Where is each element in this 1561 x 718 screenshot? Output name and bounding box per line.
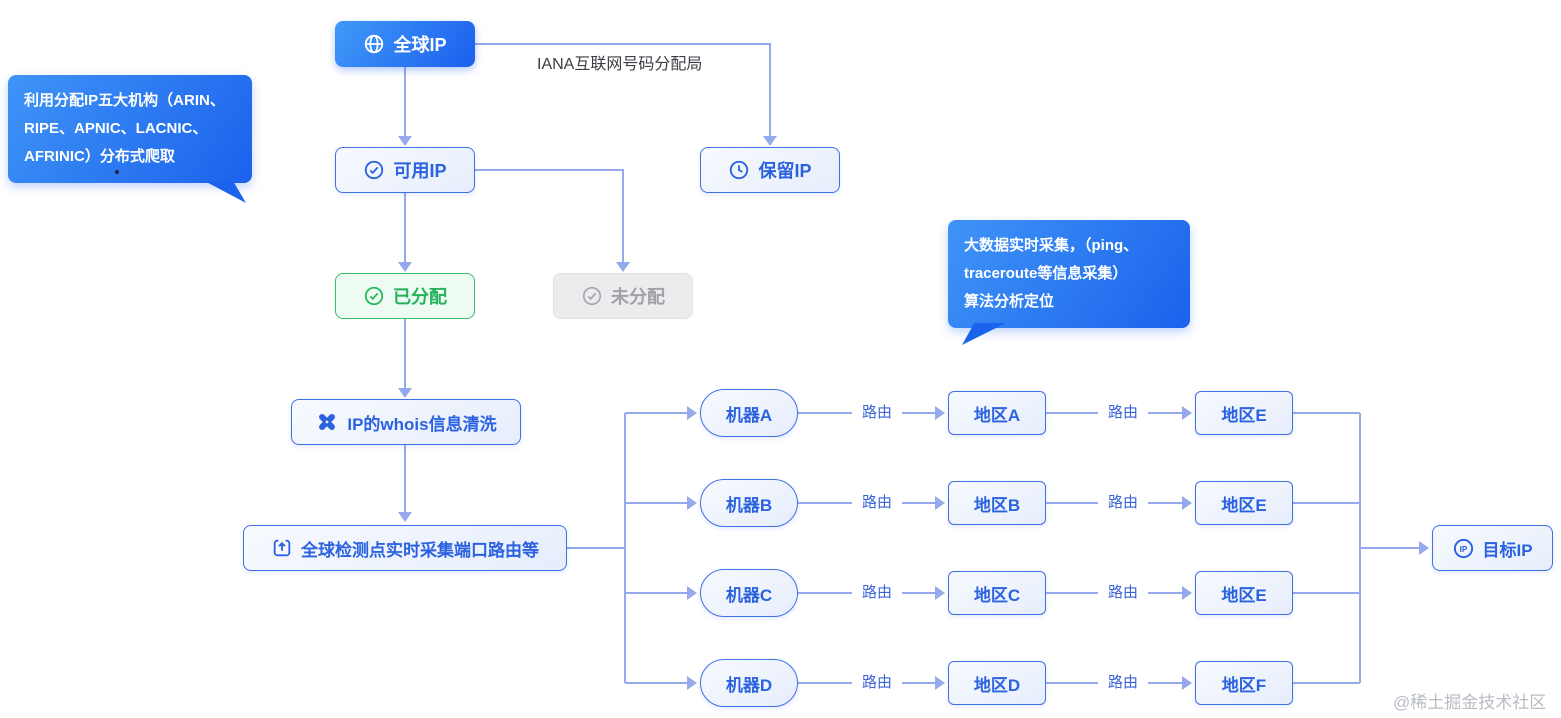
svg-text:IP: IP — [1460, 544, 1468, 553]
node-label: 地区E — [1221, 495, 1267, 515]
node-machine-c: 机器C — [700, 569, 798, 617]
node-region-d: 地区D — [948, 661, 1046, 705]
node-label: 未分配 — [611, 287, 665, 307]
node-reserved-ip: 保留IP — [700, 147, 840, 193]
node-label: IP的whois信息清洗 — [347, 414, 497, 434]
callout-line: 算法分析定位 — [964, 293, 1055, 310]
route-edge-label: 路由 — [1098, 672, 1148, 694]
node-machine-a: 机器A — [700, 389, 798, 437]
clock-icon — [728, 159, 750, 181]
node-label: 机器A — [725, 405, 773, 425]
node-label: 全球检测点实时采集端口路由等 — [301, 540, 539, 560]
node-label: 目标IP — [1482, 540, 1533, 560]
callout-line: RIPE、APNIC、LACNIC、 — [24, 120, 208, 137]
node-label: 已分配 — [393, 287, 447, 307]
check-circle-icon — [581, 285, 603, 307]
node-label: 可用IP — [393, 161, 447, 181]
node-label: 机器D — [725, 675, 773, 695]
watermark: @稀土掘金技术社区 — [1393, 693, 1547, 712]
node-available-ip: 可用IP — [335, 147, 475, 193]
node-region-e3: 地区E — [1195, 571, 1293, 615]
callout-line: AFRINIC）分布式爬取 — [24, 148, 175, 165]
callout-dot — [115, 170, 119, 174]
node-region-e1: 地区E — [1195, 391, 1293, 435]
node-label: 机器C — [725, 585, 773, 605]
globe-icon — [363, 33, 385, 55]
node-machine-b: 机器B — [700, 479, 798, 527]
route-edge-label: 路由 — [1098, 582, 1148, 604]
node-label: 地区D — [973, 675, 1021, 695]
node-label: 机器B — [725, 495, 773, 515]
arrowheads — [398, 136, 1429, 690]
ip-badge-icon: IP — [1452, 537, 1475, 560]
edge-probe-trunk — [567, 413, 626, 683]
route-edge-label: 路由 — [852, 582, 902, 604]
edge-trunk-machines — [625, 412, 687, 684]
route-edge-label: 路由 — [1098, 402, 1148, 424]
node-label: 地区F — [1221, 675, 1267, 695]
clean-icon — [315, 410, 339, 434]
callout-crawl-sources: 利用分配IP五大机构（ARIN、 RIPE、APNIC、LACNIC、 AFRI… — [8, 75, 252, 183]
callout-line: 大数据实时采集，（ping、 — [964, 237, 1139, 254]
node-whois-clean: IP的whois信息清洗 — [291, 399, 521, 445]
node-unallocated: 未分配 — [553, 273, 693, 319]
node-region-a: 地区A — [948, 391, 1046, 435]
route-edge-label: 路由 — [852, 672, 902, 694]
route-edge-label: 路由 — [1098, 492, 1148, 514]
route-edge-label: 路由 — [852, 492, 902, 514]
iana-edge-label: IANA互联网号码分配局 — [537, 56, 703, 73]
route-edge-label: 路由 — [852, 402, 902, 424]
edge-trunk-targetip — [1359, 413, 1419, 683]
callout-line: traceroute等信息采集） — [964, 265, 1128, 282]
callout-bigdata-collect: 大数据实时采集，（ping、 traceroute等信息采集） 算法分析定位 — [948, 220, 1190, 328]
node-label: 地区C — [973, 585, 1021, 605]
node-label: 地区E — [1221, 585, 1267, 605]
check-circle-icon — [363, 159, 385, 181]
node-label: 保留IP — [758, 161, 812, 181]
callout-line: 利用分配IP五大机构（ARIN、 — [24, 92, 225, 109]
node-label: 地区A — [973, 405, 1021, 425]
edge-globalip-reservedip — [475, 43, 771, 137]
node-global-ip: 全球IP — [335, 21, 475, 67]
node-region-b: 地区B — [948, 481, 1046, 525]
node-machine-d: 机器D — [700, 659, 798, 707]
edge-availableip-unallocated — [475, 169, 624, 263]
upload-icon — [271, 537, 293, 559]
node-label: 地区E — [1221, 405, 1267, 425]
node-label: 全球IP — [393, 35, 447, 55]
node-target-ip: IP 目标IP — [1432, 525, 1553, 571]
check-circle-icon — [363, 285, 385, 307]
node-label: 地区B — [973, 495, 1021, 515]
node-region-e2: 地区E — [1195, 481, 1293, 525]
node-probe-collect: 全球检测点实时采集端口路由等 — [243, 525, 567, 571]
node-allocated: 已分配 — [335, 273, 475, 319]
node-region-f: 地区F — [1195, 661, 1293, 705]
node-region-c: 地区C — [948, 571, 1046, 615]
